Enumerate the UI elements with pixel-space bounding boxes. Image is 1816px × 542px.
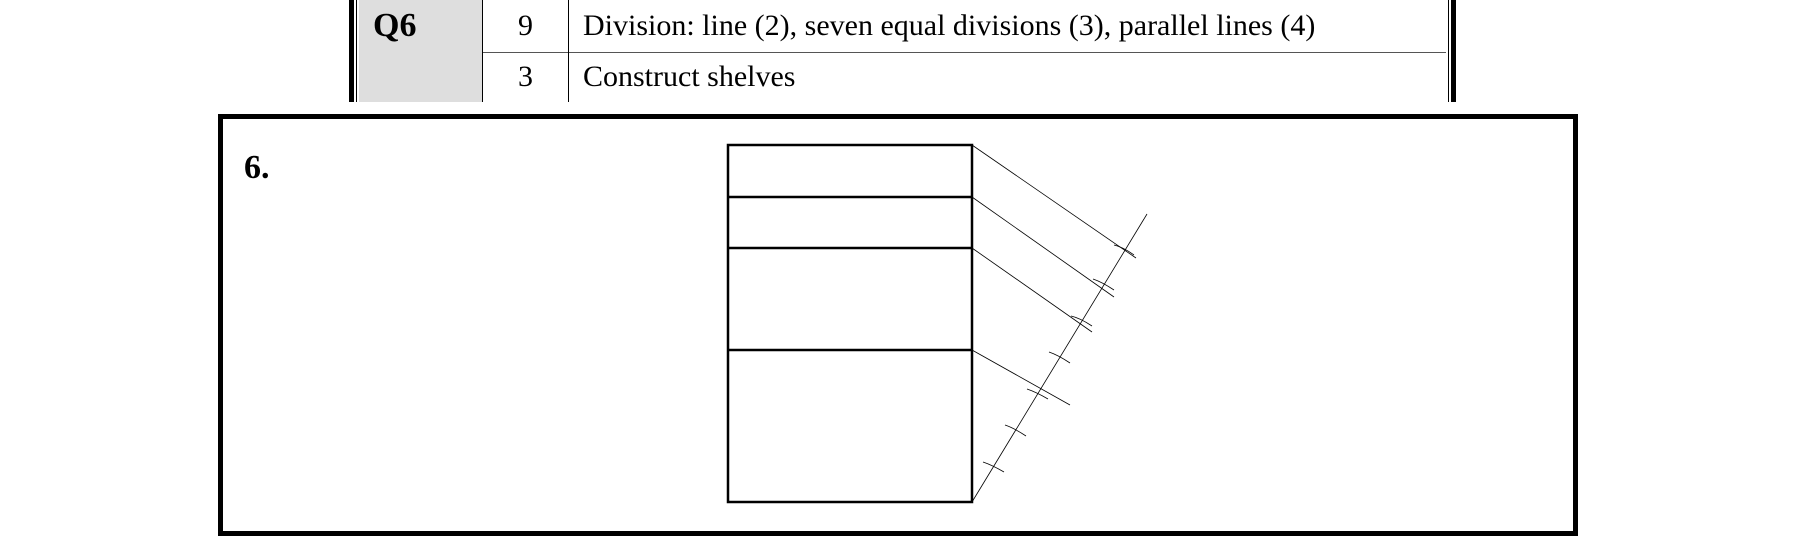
parallel-line bbox=[971, 247, 1093, 333]
description-cell: Construct shelves bbox=[583, 60, 796, 93]
parallel-line bbox=[971, 144, 1137, 259]
marking-table: Q6 9 Division: line (2), seven equal div… bbox=[349, 0, 1456, 102]
shelf-unit-outline bbox=[726, 143, 974, 504]
answer-frame: 6. bbox=[218, 114, 1578, 536]
question-number: 6. bbox=[244, 149, 270, 186]
question-cell bbox=[359, 52, 483, 102]
question-cell: Q6 bbox=[359, 0, 483, 52]
table-row: Q6 9 Division: line (2), seven equal div… bbox=[359, 0, 1446, 53]
division-ticks bbox=[982, 244, 1135, 473]
description-cell: Division: line (2), seven equal division… bbox=[583, 8, 1316, 42]
marks-cell: 3 bbox=[483, 52, 569, 102]
parallel-line bbox=[971, 196, 1115, 298]
table-row: 3 Construct shelves bbox=[359, 52, 1446, 102]
marks-cell: 9 bbox=[483, 0, 569, 52]
parallel-line bbox=[971, 349, 1071, 406]
construction-line bbox=[971, 213, 1148, 503]
